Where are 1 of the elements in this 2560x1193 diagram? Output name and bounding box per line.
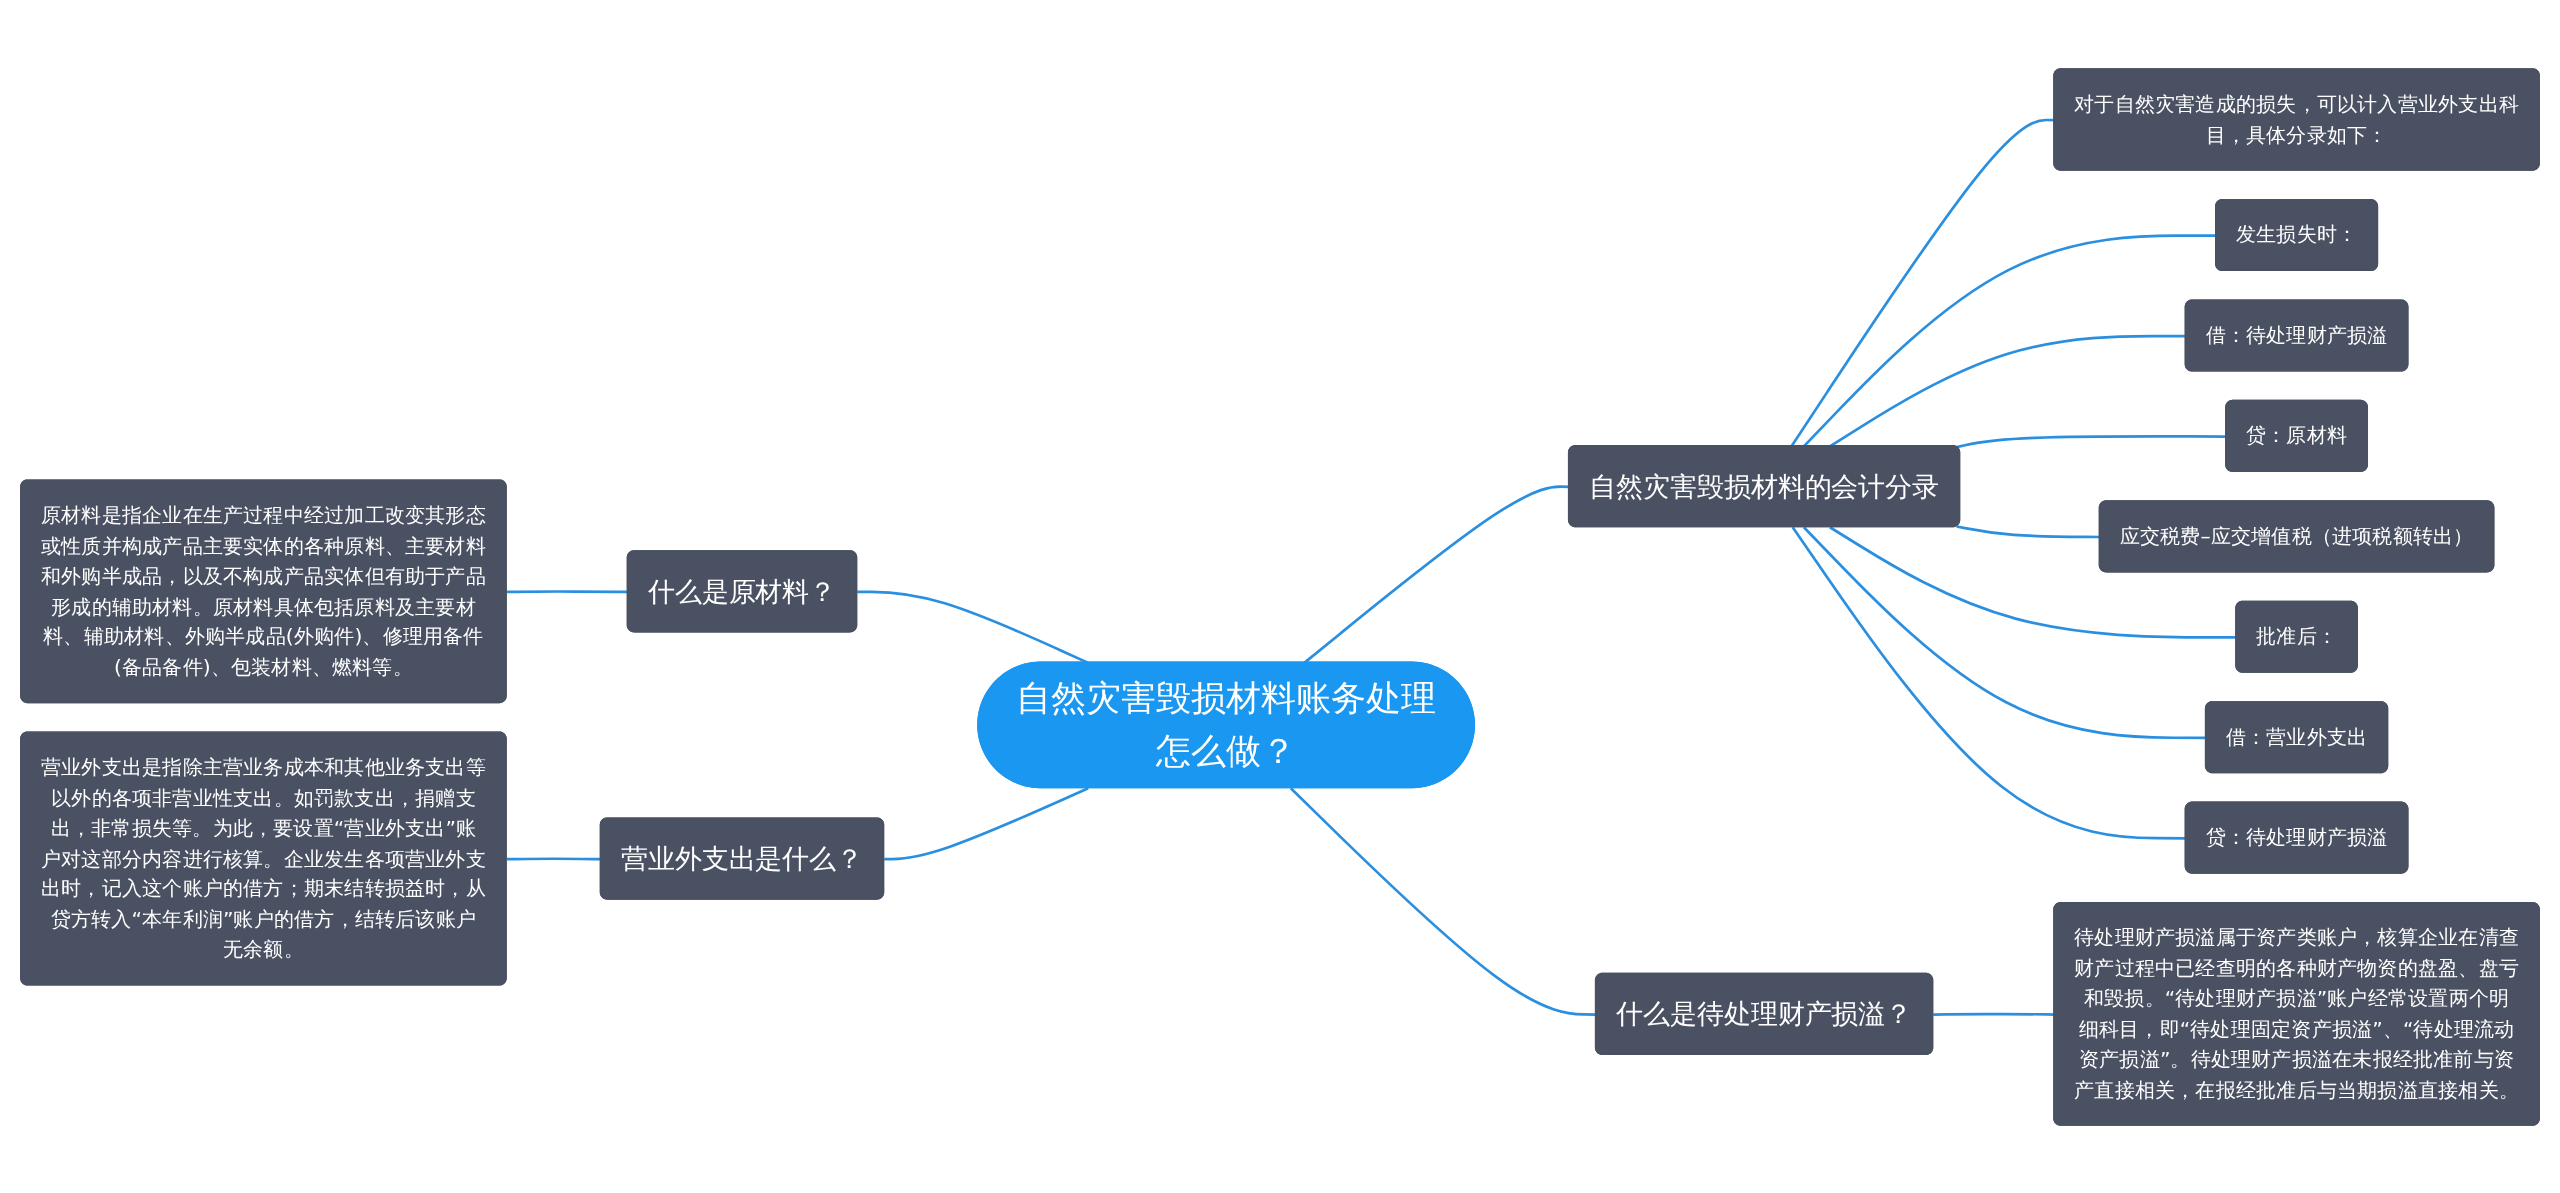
connector xyxy=(884,786,1089,861)
